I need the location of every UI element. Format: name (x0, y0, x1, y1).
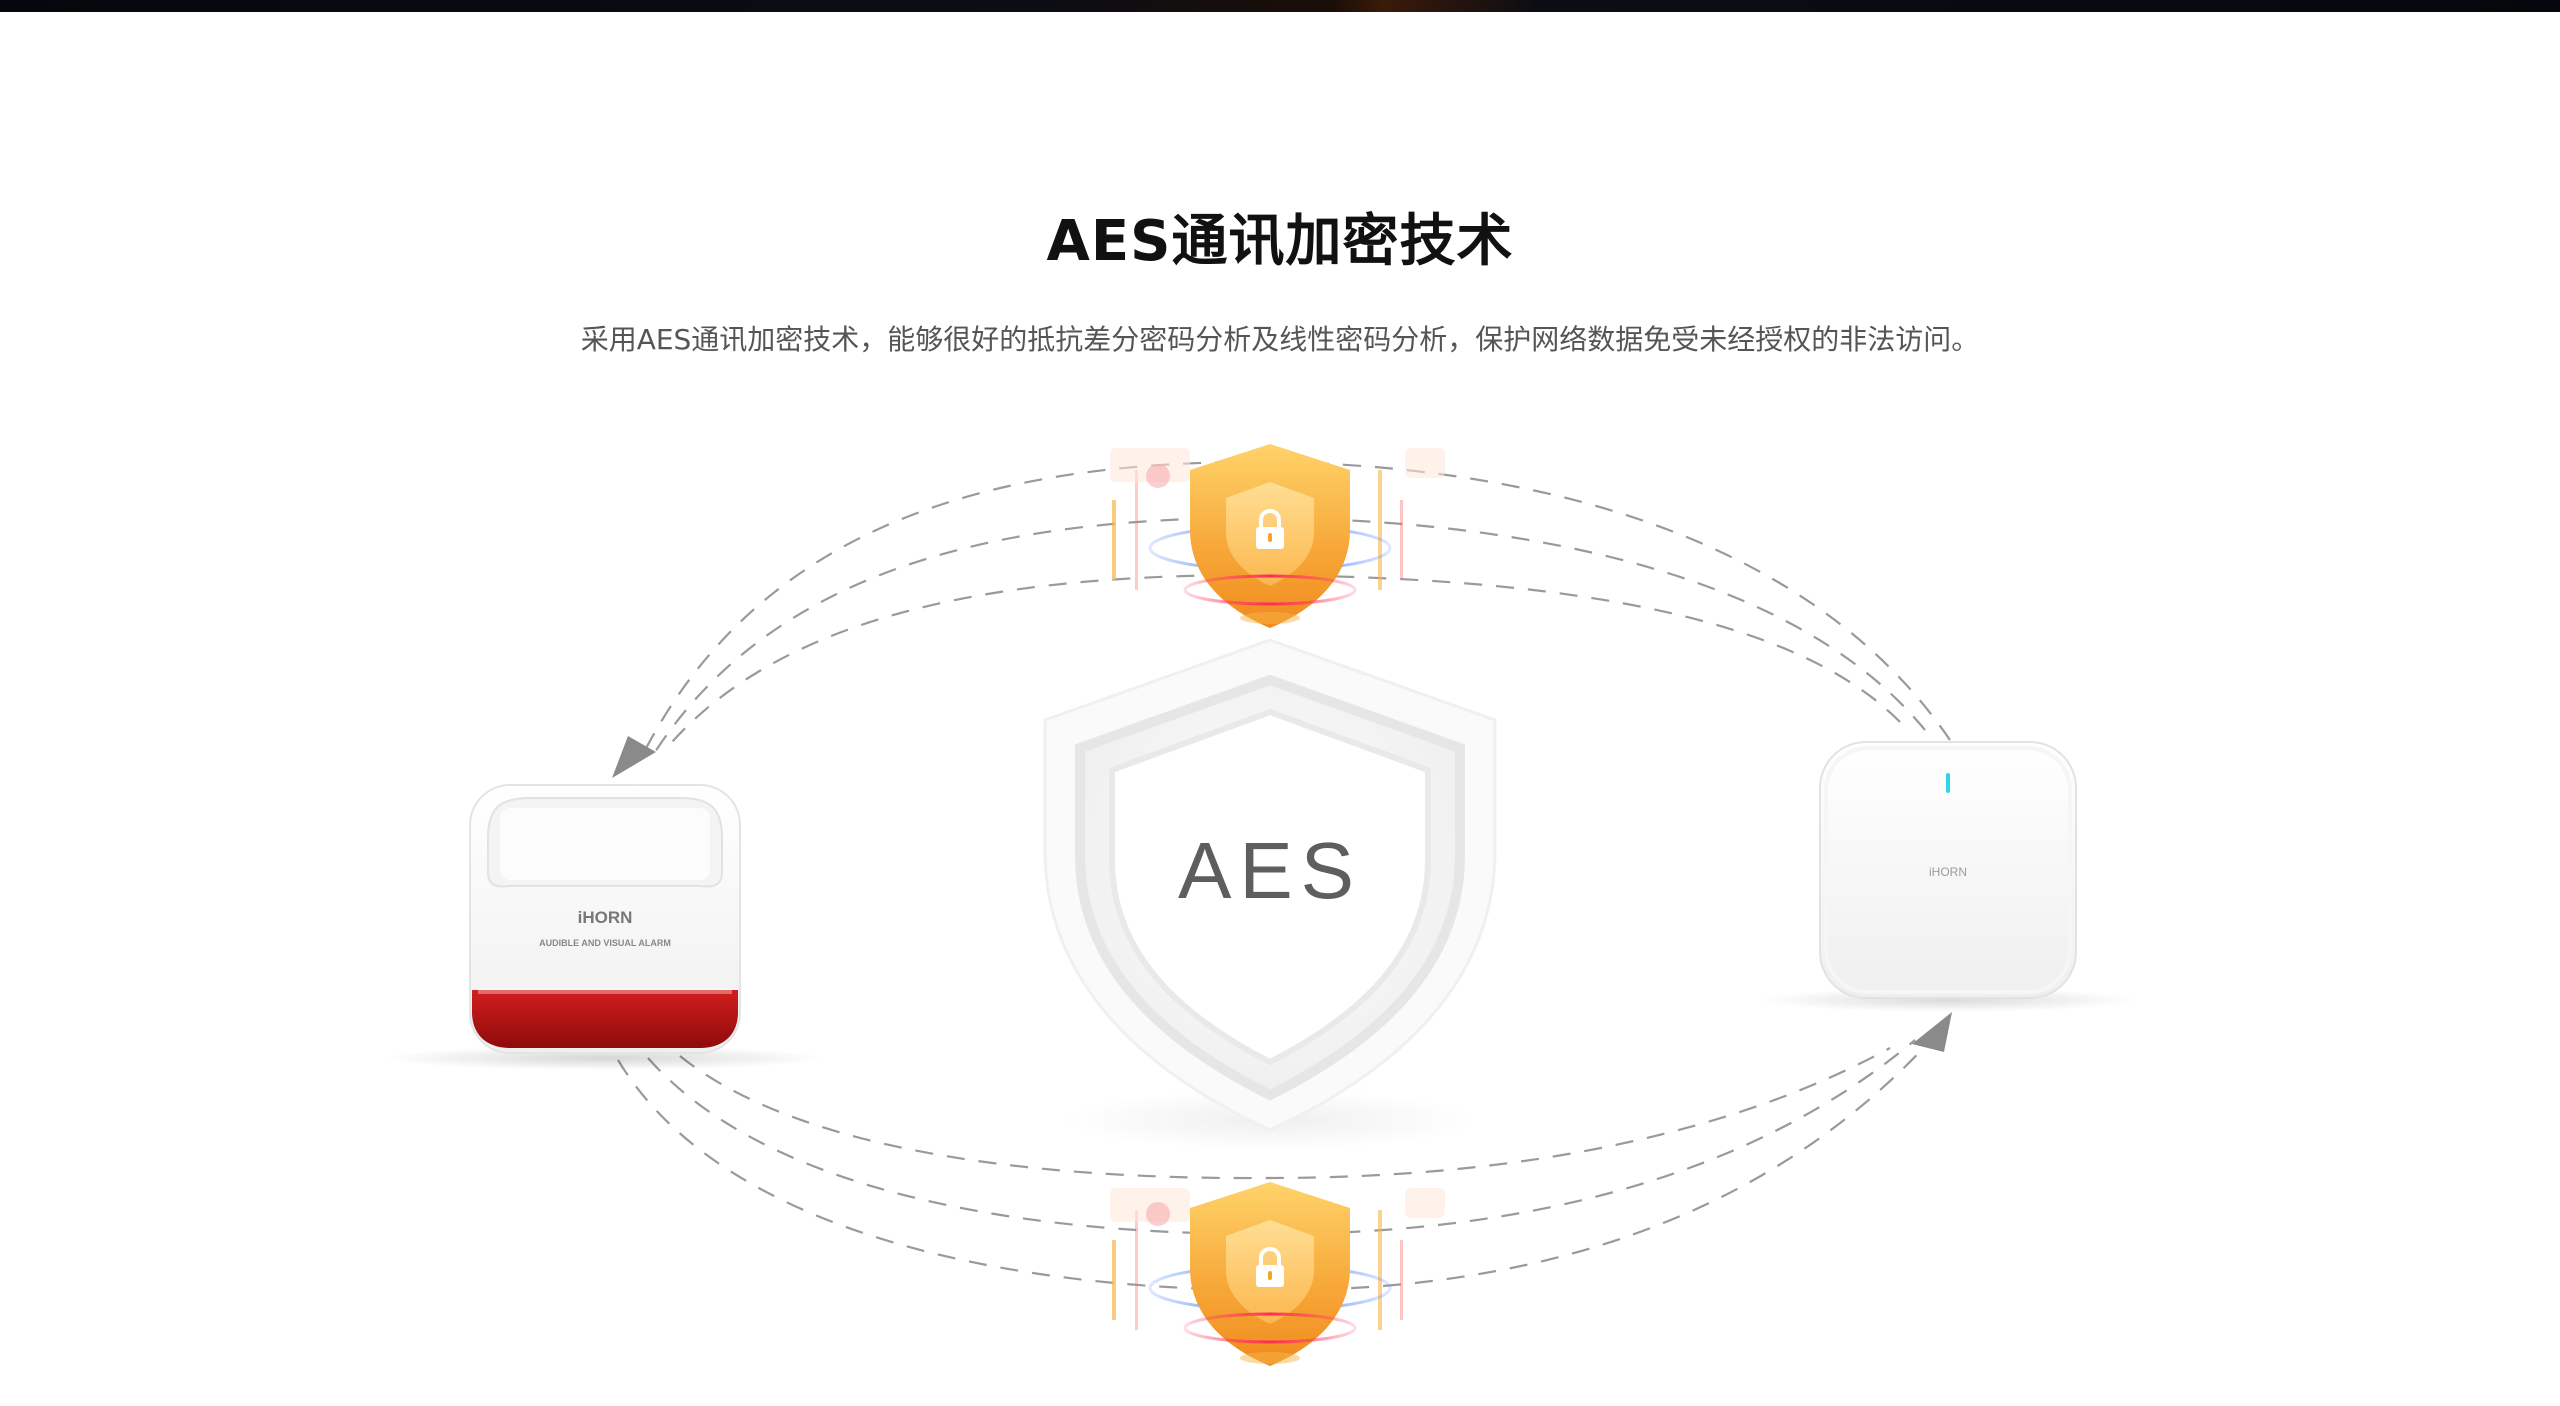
aes-shield: AES (1043, 638, 1497, 1150)
section-description: 采用AES通讯加密技术，能够很好的抵抗差分密码分析及线性密码分析，保护网络数据免… (580, 323, 1980, 356)
status-indicator-light (1946, 773, 1950, 793)
left-device-model: AUDIBLE AND VISUAL ALARM (539, 938, 671, 948)
arrow-right-icon (1912, 1012, 1952, 1052)
arrow-left-icon (612, 736, 656, 778)
top-banner-strip (0, 0, 2560, 12)
right-device-brand: iHORN (1929, 865, 1967, 879)
aes-label: AES (1178, 826, 1362, 915)
lock-icon (1256, 509, 1284, 549)
section-title: AES通讯加密技术 (1046, 209, 1514, 274)
lock-icon (1256, 1247, 1284, 1287)
left-device-brand: iHORN (578, 908, 633, 927)
bottom-encryption-shield (1110, 1182, 1445, 1366)
left-device-siren: iHORN AUDIBLE AND VISUAL ALARM (384, 784, 824, 1070)
top-encryption-shield (1110, 444, 1445, 628)
right-device-hub: iHORN (1758, 741, 2138, 1012)
